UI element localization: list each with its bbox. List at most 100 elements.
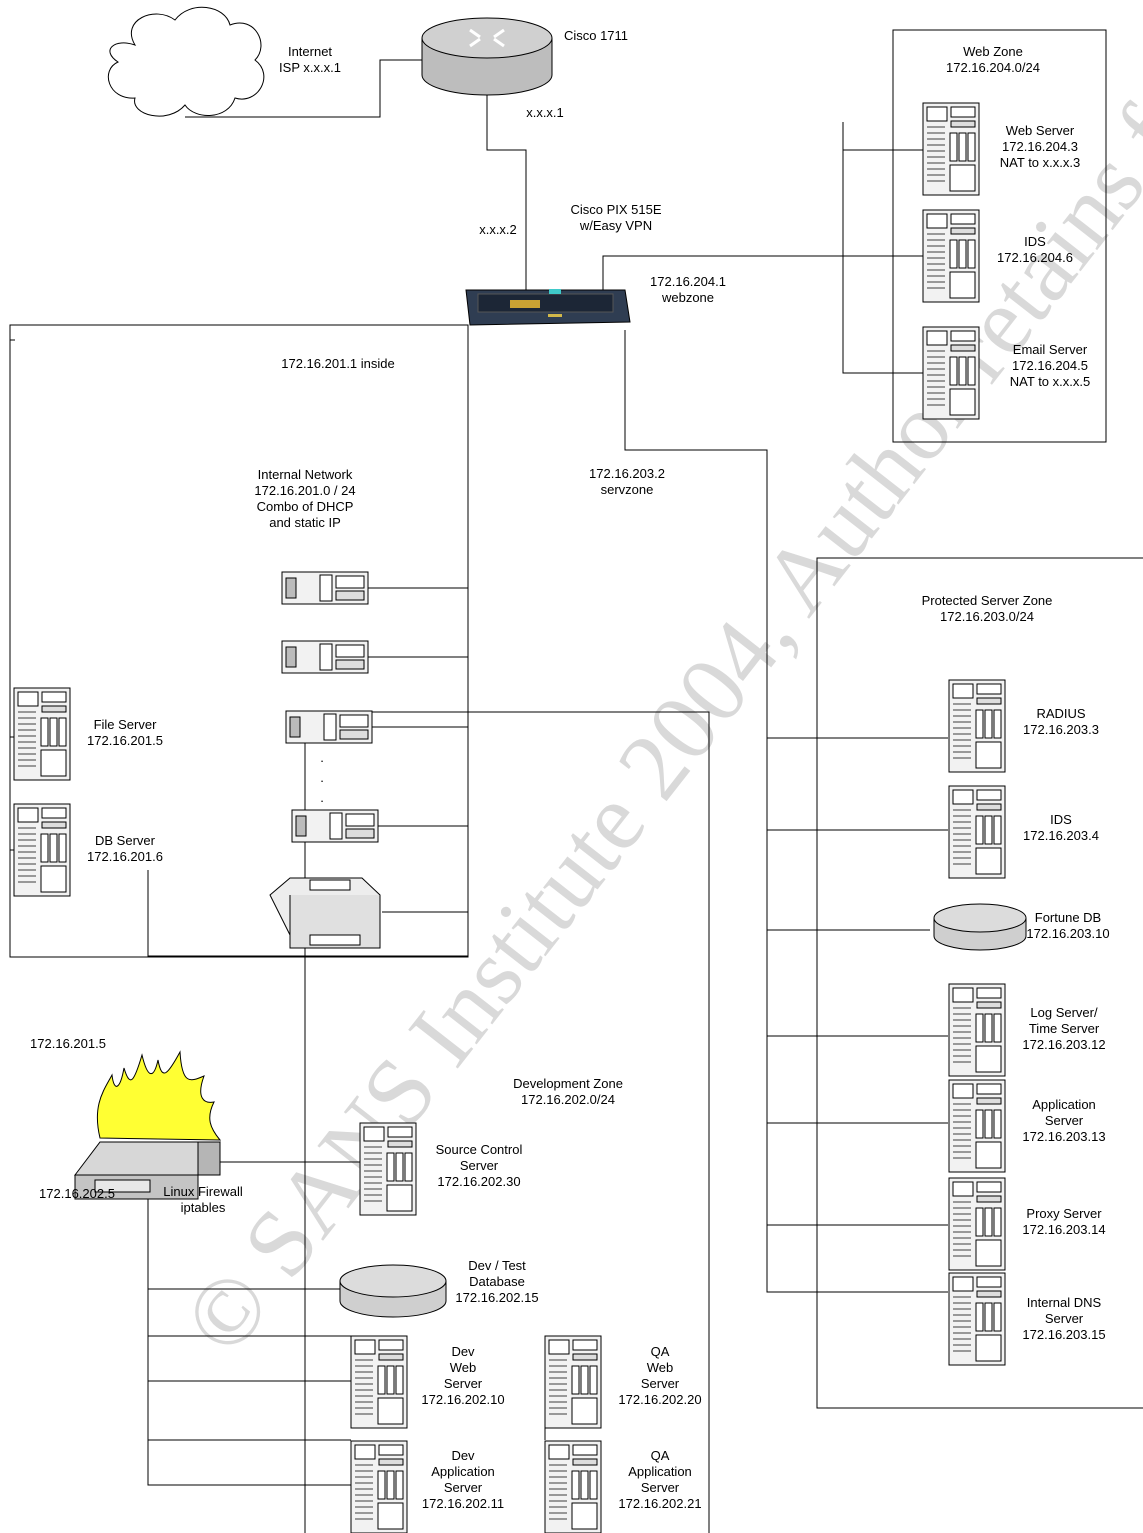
label-line: IDS [1050, 812, 1072, 827]
label-line: Combo of DHCP [257, 499, 354, 514]
label-line: DB Server [95, 833, 156, 848]
label-line: 172.16.202.15 [455, 1290, 538, 1305]
dns-server-icon [949, 1273, 1005, 1365]
label-line: Internet [288, 44, 332, 59]
label-line: Proxy Server [1026, 1206, 1102, 1221]
label-line: 172.16.201.6 [87, 849, 163, 864]
workstation-icon [286, 711, 372, 743]
label-line: Web Server [1006, 123, 1075, 138]
label-line: 172.16.202.5 [39, 1186, 115, 1201]
label-line: 172.16.203.0/24 [940, 609, 1034, 624]
label-line: Dev [451, 1448, 475, 1463]
label-line: Database [469, 1274, 525, 1289]
label-line: Protected Server Zone [922, 593, 1053, 608]
label-line: Application [1032, 1097, 1096, 1112]
label-line: x.x.x.2 [479, 222, 517, 237]
network-links [10, 60, 948, 1533]
label-fw-top-ip: 172.16.201.5 [30, 1036, 106, 1051]
dev-app-server-icon [351, 1441, 407, 1533]
label-line: Web Zone [963, 44, 1023, 59]
qa-web-server-icon [545, 1336, 601, 1428]
label-line: 172.16.202.10 [421, 1392, 504, 1407]
label-line: Web [647, 1360, 674, 1375]
label-line: 172.16.203.10 [1026, 926, 1109, 941]
label-line: Server [641, 1376, 680, 1391]
label-line: x.x.x.1 [526, 105, 564, 120]
label-line: 172.16.204.0/24 [946, 60, 1040, 75]
label-line: Server [444, 1376, 483, 1391]
label-line: Web [450, 1360, 477, 1375]
db-server-icon [14, 804, 70, 896]
label-line: NAT to x.x.x.5 [1010, 374, 1090, 389]
label-line: 172.16.202.20 [618, 1392, 701, 1407]
label-line: 172.16.203.14 [1022, 1222, 1105, 1237]
log-server-icon [949, 984, 1005, 1076]
label-pix-outside-ip: x.x.x.2 [479, 222, 517, 237]
label-line: 172.16.202.21 [618, 1496, 701, 1511]
label-line: IDS [1024, 234, 1046, 249]
label-line: 172.16.203.2 [589, 466, 665, 481]
label-app-server: ApplicationServer172.16.203.13 [1022, 1097, 1105, 1144]
source-control-icon [360, 1123, 416, 1215]
label-line: Time Server [1029, 1021, 1100, 1036]
label-fortune-db: Fortune DB172.16.203.10 [1026, 910, 1109, 941]
label-line: Development Zone [513, 1076, 623, 1091]
workstation-icon [292, 810, 378, 842]
label-line: 172.16.203.4 [1023, 828, 1099, 843]
label-line: 172.16.201.0 / 24 [254, 483, 355, 498]
web-ids-icon [923, 210, 979, 302]
email-server-icon [923, 327, 979, 419]
label-router: Cisco 1711 [564, 28, 628, 43]
label-dev-app: DevApplicationServer172.16.202.11 [422, 1448, 504, 1511]
workstation-icon [282, 641, 368, 673]
dev-test-db-icon [340, 1265, 446, 1317]
label-pix-inside-ip: 172.16.201.1 inside [281, 356, 394, 371]
label-line: 172.16.204.3 [1002, 139, 1078, 154]
label-line: 172.16.202.0/24 [521, 1092, 615, 1107]
label-line: Source Control [436, 1142, 523, 1157]
label-line: Linux Firewall [163, 1184, 243, 1199]
link-line [487, 95, 526, 290]
label-line: 172.16.203.3 [1023, 722, 1099, 737]
label-line: NAT to x.x.x.3 [1000, 155, 1080, 170]
label-line: 172.16.204.6 [997, 250, 1073, 265]
label-line: Application [628, 1464, 692, 1479]
label-line: Server [460, 1158, 499, 1173]
ellipsis-dot: . [320, 770, 324, 785]
file-server-icon [14, 688, 70, 780]
router-icon [422, 18, 552, 95]
label-line: Cisco PIX 515E [570, 202, 661, 217]
label-line: 172.16.201.5 [87, 733, 163, 748]
label-line: 172.16.203.12 [1022, 1037, 1105, 1052]
label-dev-web: DevWebServer172.16.202.10 [421, 1344, 504, 1407]
ellipsis-dot: . [320, 790, 324, 805]
internet-cloud-icon [108, 7, 264, 116]
ellipsis-dot: . [320, 750, 324, 765]
label-line: and static IP [269, 515, 341, 530]
internal-network-box [10, 325, 468, 957]
label-line: Fortune DB [1035, 910, 1101, 925]
prot-ids-icon [949, 786, 1005, 878]
label-proxy-server: Proxy Server172.16.203.14 [1022, 1206, 1105, 1237]
label-line: QA [651, 1448, 670, 1463]
label-line: Cisco 1711 [564, 28, 628, 43]
label-line: Application [431, 1464, 495, 1479]
workstation-icon [282, 572, 368, 604]
label-line: 172.16.201.5 [30, 1036, 106, 1051]
label-line: iptables [181, 1200, 226, 1215]
label-line: webzone [661, 290, 714, 305]
label-line: Internal Network [258, 467, 353, 482]
